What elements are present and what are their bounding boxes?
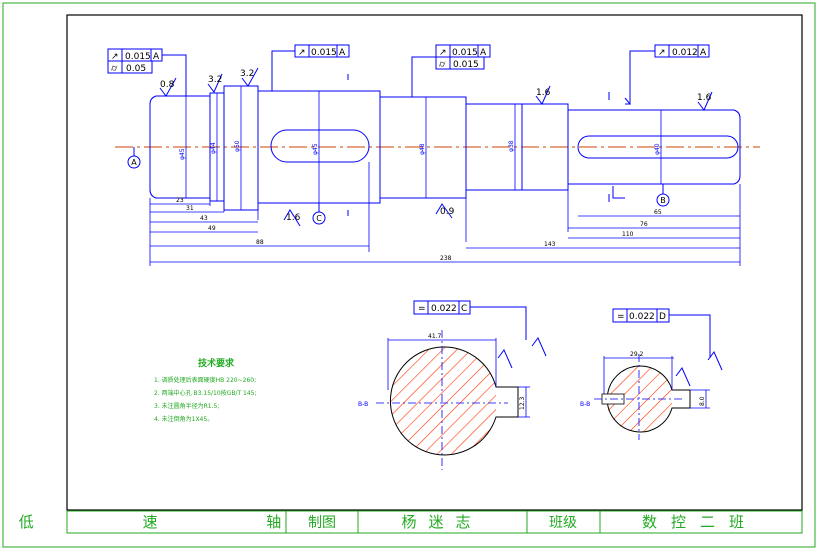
sec-tol-datum: C xyxy=(461,304,467,314)
tol-symbol: ⌭ xyxy=(439,60,446,70)
section-c-label: B-B xyxy=(358,401,368,408)
dim-label: 110 xyxy=(622,231,634,238)
roughness-symbols: 0.8 3.2 3.2 1.6 1.6 1.6 0.9 xyxy=(159,67,713,227)
roughness-value: 0.8 xyxy=(160,80,175,90)
datum-label: A xyxy=(131,158,137,167)
roughness-value: 1.6 xyxy=(697,93,712,103)
tol-value: 0.05 xyxy=(126,64,146,74)
tol-symbol: ↗ xyxy=(111,52,119,62)
title-block: 低 速 轴 制图 杨迷志 班级 数控二班 xyxy=(19,510,803,534)
sec-tol-symbol: = xyxy=(418,304,426,314)
section-d-depth: 8.0 xyxy=(699,396,706,406)
dim-label: 238 xyxy=(440,255,452,262)
tol-symbol: ⌭ xyxy=(111,64,118,74)
dia-label: φ45 xyxy=(179,148,186,160)
length-dimensions xyxy=(149,162,741,266)
tol-value: 0.015 xyxy=(125,52,151,62)
roughness-value: 0.9 xyxy=(440,207,455,217)
roughness-mark: 1.6 xyxy=(283,209,301,227)
section-d-label: B-B xyxy=(580,401,590,408)
inner-frame xyxy=(66,14,803,511)
tol-datum: A xyxy=(700,48,707,58)
sec-tol-symbol: = xyxy=(617,312,625,322)
tol-datum: A xyxy=(153,52,160,62)
tolerance-frame-3: ↗ 0.015 A ⌭ 0.015 xyxy=(411,44,491,97)
dim-label: 65 xyxy=(654,209,662,216)
tech-note: 2. 两端中心孔 B3.15/10按GB/T 145; xyxy=(154,389,257,397)
roughness-mark: 1.6 xyxy=(697,91,713,111)
dim-label: 143 xyxy=(544,241,556,248)
roughness-mark: 3.2 xyxy=(240,67,259,87)
roughness-value: 3.2 xyxy=(208,75,222,85)
datum-label: C xyxy=(316,214,322,223)
tech-notes: 技术要求 1. 调质处理后表面硬度HB 220~260; 2. 两端中心孔 B3… xyxy=(154,357,257,423)
dim-label: 23 xyxy=(176,197,184,204)
tol-value: 0.015 xyxy=(453,60,479,70)
sec-tol-value: 0.022 xyxy=(431,304,457,314)
drafter-name: 杨迷志 xyxy=(401,513,482,531)
dia-label: φ50 xyxy=(234,140,241,152)
section-c: 41.7 12.3 = 0.022 C B-B xyxy=(358,300,547,470)
tol-value: 0.015 xyxy=(311,48,337,58)
datum-symbols: A C B xyxy=(127,147,670,225)
dim-label: 88 xyxy=(256,239,264,246)
dim-label: 49 xyxy=(208,225,216,232)
tech-note: 4. 未注倒角为1X45。 xyxy=(154,415,213,423)
tol-datum: A xyxy=(480,48,487,58)
section-c-depth: 12.3 xyxy=(519,396,526,410)
datum-a: A xyxy=(127,147,141,169)
dia-label: φ45 xyxy=(312,143,319,155)
tol-symbol: ↗ xyxy=(298,48,306,58)
tolerance-frame-1: ↗ 0.015 A ⌭ 0.05 xyxy=(107,48,187,96)
shaft-outline xyxy=(149,85,741,211)
tol-value: 0.015 xyxy=(452,48,478,58)
sec-tol-value: 0.022 xyxy=(629,312,655,322)
section-marks xyxy=(347,74,625,216)
roughness-mark: 1.6 xyxy=(535,85,551,105)
drawing-label: 制图 xyxy=(308,515,336,531)
tol-symbol: ↗ xyxy=(439,48,447,58)
tech-note: 3. 未注圆角半径为R1.5; xyxy=(154,402,219,410)
section-d-width: 29.2 xyxy=(630,351,644,358)
section-c-width: 41.7 xyxy=(428,333,442,340)
datum-label: B xyxy=(660,196,666,205)
dim-label: 31 xyxy=(186,205,194,212)
roughness-value: 1.6 xyxy=(286,213,301,223)
tolerance-frame-4: ↗ 0.012 A xyxy=(624,44,710,105)
diameter-lines xyxy=(185,86,662,210)
tol-datum: A xyxy=(339,48,346,58)
tolerance-frame-2: ↗ 0.015 A xyxy=(271,44,350,91)
section-d: 29.2 8.0 = 0.022 D B-B xyxy=(580,308,723,440)
length-dim-labels: 23 31 43 49 88 65 76 110 143 238 xyxy=(176,197,662,262)
dia-label: φ38 xyxy=(508,140,515,152)
roughness-mark: 0.9 xyxy=(435,203,455,219)
dim-label: 76 xyxy=(640,221,648,228)
dia-label: φ48 xyxy=(419,143,426,155)
part-name: 低 速 轴 xyxy=(19,513,334,531)
tech-notes-title: 技术要求 xyxy=(198,357,235,369)
roughness-mark: 0.8 xyxy=(159,77,177,97)
tol-symbol: ↗ xyxy=(658,48,666,58)
dia-label: φ44 xyxy=(210,142,217,154)
dia-label: φ40 xyxy=(654,143,661,155)
class-value: 数控二班 xyxy=(642,513,758,531)
datum-c: C xyxy=(312,203,326,225)
diameter-labels: φ45 φ44 φ50 φ45 φ48 φ38 φ40 xyxy=(179,140,661,160)
class-label: 班级 xyxy=(549,515,577,531)
sec-tol-datum: D xyxy=(659,312,666,322)
roughness-value: 3.2 xyxy=(240,69,254,79)
tech-note: 1. 调质处理后表面硬度HB 220~260; xyxy=(154,376,256,384)
roughness-mark: 3.2 xyxy=(207,73,223,93)
datum-b: B xyxy=(656,184,670,207)
dim-label: 43 xyxy=(200,215,208,222)
roughness-value: 1.6 xyxy=(536,88,551,98)
tol-value: 0.012 xyxy=(672,48,698,58)
